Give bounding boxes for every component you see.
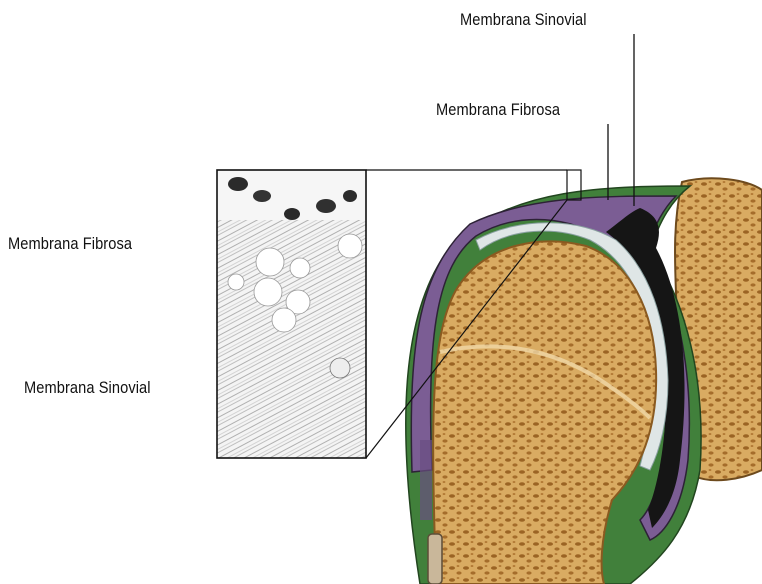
tendon: [428, 534, 442, 584]
label-membrana-fibrosa-left: Membrana Fibrosa: [8, 234, 132, 254]
label-membrana-sinovial-top: Membrana Sinovial: [460, 10, 587, 30]
label-membrana-fibrosa-top: Membrana Fibrosa: [436, 100, 560, 120]
label-membrana-sinovial-left: Membrana Sinovial: [24, 378, 151, 398]
histology-inset: [217, 170, 366, 458]
